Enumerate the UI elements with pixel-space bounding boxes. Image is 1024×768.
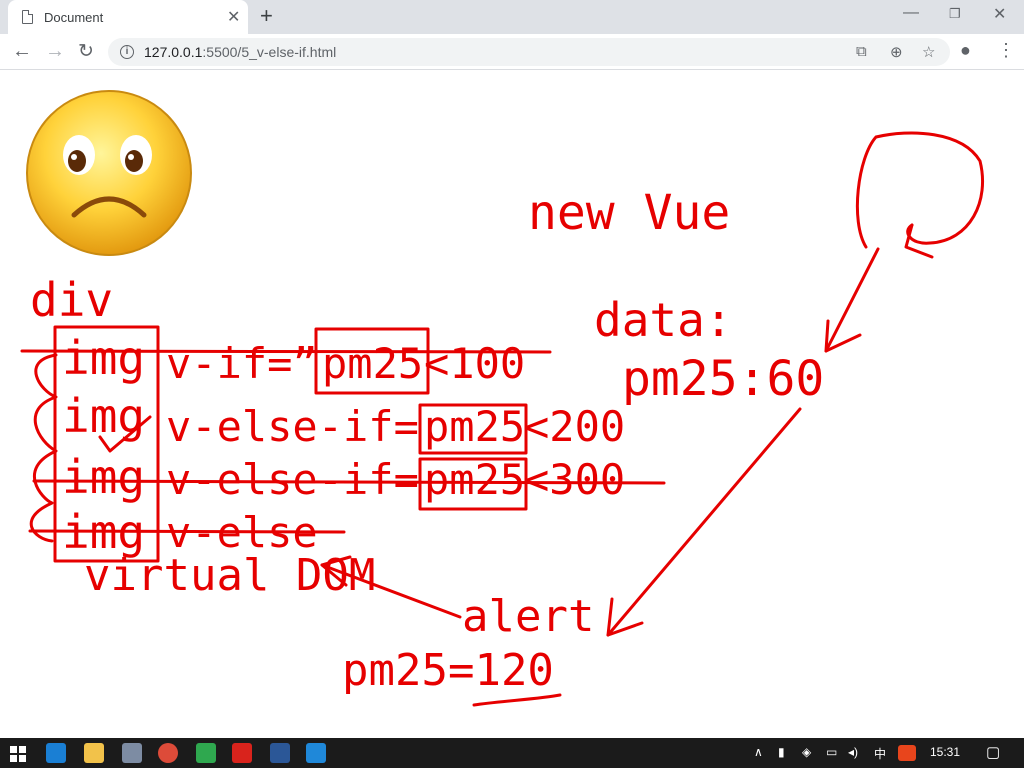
arrowhead-virtual-dom [320, 555, 352, 587]
sogou-icon[interactable] [898, 745, 916, 761]
annotation-lt100: <100 [424, 339, 526, 388]
word-icon[interactable] [270, 743, 290, 763]
back-icon[interactable]: ← [12, 40, 32, 62]
arrowhead-alert [606, 597, 644, 637]
check-mark [98, 415, 152, 453]
annotation-v-if: v-if=” [166, 339, 318, 388]
annotation-data-label: data: [594, 293, 733, 347]
shield-icon[interactable]: ◈ [802, 745, 812, 759]
sad-face-emoji [26, 90, 192, 256]
tab-strip: Document ✕ + — ❐ ✕ [0, 0, 1024, 34]
sourcetree-icon[interactable] [196, 743, 216, 763]
network-icon[interactable]: ▭ [826, 745, 838, 759]
annotation-alert: alert [462, 591, 595, 642]
arrow-to-virtual-dom [320, 563, 462, 619]
info-icon[interactable]: i [120, 45, 134, 59]
star-icon[interactable]: ☆ [922, 44, 936, 61]
annotation-lt200: <200 [524, 402, 626, 451]
url-text: 127.0.0.1:5500/5_v-else-if.html [144, 44, 337, 60]
plus-icon[interactable]: + [260, 3, 273, 28]
window-close-icon[interactable]: ✕ [993, 6, 1007, 23]
ime-indicator[interactable]: 中 [874, 747, 887, 761]
minimize-icon[interactable]: — [903, 4, 919, 21]
annotation-lt300: <300 [524, 455, 626, 504]
volume-icon[interactable]: ◂) [848, 745, 859, 759]
arrow-to-alert [606, 407, 802, 637]
loop-arrowhead [904, 223, 934, 259]
toolbar: ← → ↻ i 127.0.0.1:5500/5_v-else-if.html … [0, 34, 1024, 70]
tab-document[interactable]: Document ✕ [8, 0, 248, 34]
loop-scribble [855, 131, 985, 249]
strike-line-3 [32, 479, 666, 485]
annotation-div: div [30, 273, 114, 327]
close-icon[interactable]: ✕ [227, 9, 241, 26]
pm25-box-1 [314, 327, 430, 395]
annotation-pm25-2: pm25 [424, 402, 526, 451]
page-content: div img v-if=” pm25 <100 img v-else-if= … [0, 71, 1024, 738]
menu-icon[interactable]: ⋮ [997, 40, 1015, 60]
annotation-pm25-assign: pm25=120 [342, 645, 554, 696]
underline-120 [472, 693, 562, 707]
annotation-pm25-1: pm25 [322, 339, 424, 388]
translate-icon[interactable]: ⧉ [856, 43, 867, 60]
annotation-img-3: img [62, 450, 146, 504]
arrow-to-pm25 [824, 247, 880, 353]
annotation-v-else-if-1: v-else-if= [166, 402, 419, 451]
explorer-icon[interactable] [84, 743, 104, 763]
annotation-new-vue: new Vue [528, 185, 731, 241]
tray-app-icon[interactable]: ▮ [778, 745, 785, 759]
restore-icon[interactable]: ❐ [949, 6, 961, 21]
chrome-icon[interactable] [158, 743, 178, 763]
address-bar[interactable]: i 127.0.0.1:5500/5_v-else-if.html ⧉ ⊕ ☆ [108, 38, 950, 66]
arrowhead-pm25 [824, 319, 862, 353]
annotation-strokes [20, 131, 985, 707]
strike-line-4 [28, 529, 346, 534]
clock: 15:31 [930, 745, 961, 759]
vscode-icon[interactable] [306, 743, 326, 763]
tab-title: Document [44, 10, 104, 25]
reload-icon[interactable]: ↻ [78, 41, 94, 62]
tray-expand-icon[interactable]: ∧ [754, 745, 763, 759]
edge-icon[interactable] [46, 743, 66, 763]
strike-line-1 [20, 349, 552, 354]
annotation-img-1: img [62, 331, 146, 385]
profile-icon[interactable]: ● [960, 40, 971, 60]
zoom-icon[interactable]: ⊕ [890, 44, 903, 61]
app-icon[interactable] [122, 743, 142, 763]
taskbar: ∧ ▮ ◈ ▭ ◂) 中 15:31 ▢ [0, 738, 1024, 768]
img-column-box [53, 325, 160, 563]
annotation-v-else-if-2: v-else-if= [166, 455, 419, 504]
annotation-pm25-value: pm25:60 [622, 351, 825, 407]
forward-icon[interactable]: → [45, 40, 65, 62]
pm25-box-2 [418, 403, 528, 455]
windows-start-icon[interactable] [10, 746, 26, 762]
file-icon [22, 10, 33, 24]
recorder-icon[interactable] [232, 743, 252, 763]
left-bracket-scribble [29, 353, 58, 543]
notification-icon[interactable]: ▢ [986, 744, 1001, 761]
annotation-pm25-3: pm25 [424, 455, 526, 504]
